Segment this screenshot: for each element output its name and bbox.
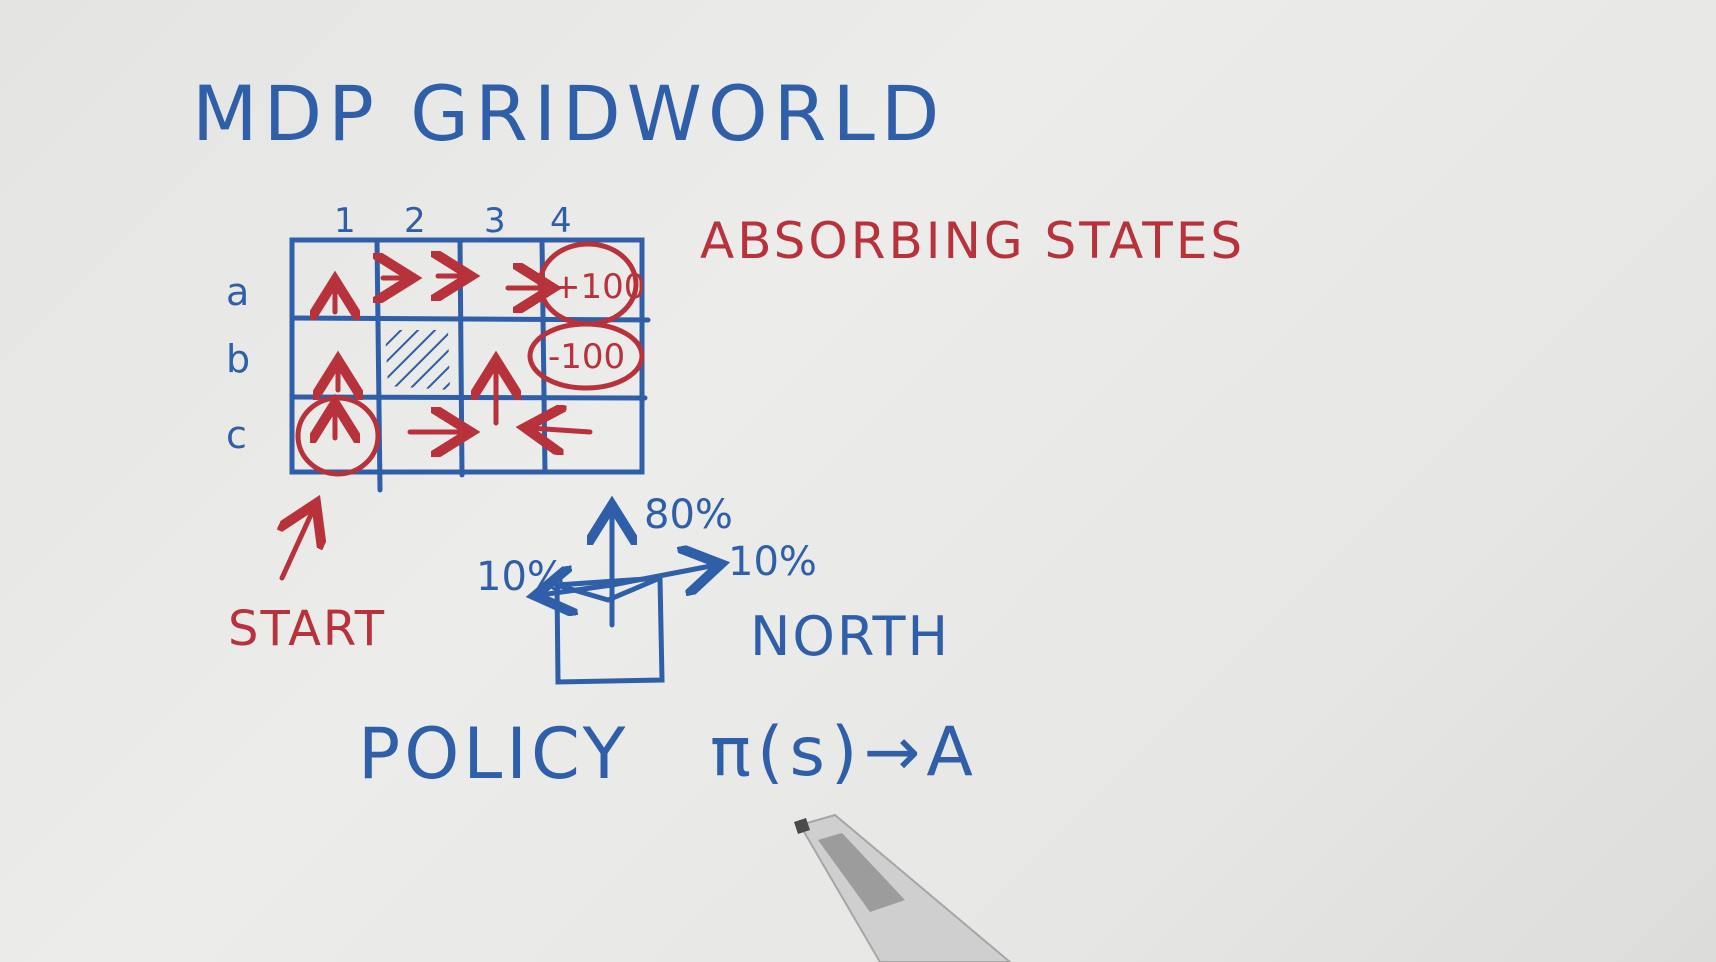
reward-plus-100: +100 [552, 267, 645, 307]
pen [794, 813, 1012, 962]
blocked-cell [385, 330, 450, 390]
east-arrow [609, 565, 716, 585]
grid-line [374, 237, 383, 493]
reward-minus-100: -100 [548, 337, 625, 377]
absorbing-states-label: ABSORBING STATES [700, 212, 1245, 270]
arrow-left [530, 428, 593, 432]
left-probability: 10% [476, 554, 565, 600]
column-label: 1 [334, 201, 356, 241]
row-labels: a b c [226, 270, 250, 457]
row-label: c [226, 413, 247, 457]
policy-label: POLICY [358, 713, 629, 795]
action-label: NORTH [750, 605, 950, 668]
west-arrow [540, 585, 615, 595]
column-label: 2 [404, 201, 426, 241]
start-circle [295, 395, 381, 477]
start-label: START [228, 601, 386, 657]
pen-tip [794, 818, 810, 834]
column-label: 4 [550, 201, 572, 241]
pen-grip [818, 833, 905, 912]
right-probability: 10% [728, 539, 817, 585]
start-arrow [282, 508, 314, 581]
grid-line [289, 315, 651, 323]
action-model [540, 510, 716, 685]
column-labels: 1 2 3 4 [334, 201, 572, 241]
row-label: a [226, 270, 249, 314]
page-title: MDP GRIDWORLD [192, 69, 945, 158]
column-label: 3 [484, 201, 506, 241]
policy-formula: π(s)→A [710, 713, 979, 792]
row-label: b [226, 337, 250, 381]
intended-probability: 80% [644, 492, 733, 538]
absorbing-circle-minus [527, 321, 645, 391]
